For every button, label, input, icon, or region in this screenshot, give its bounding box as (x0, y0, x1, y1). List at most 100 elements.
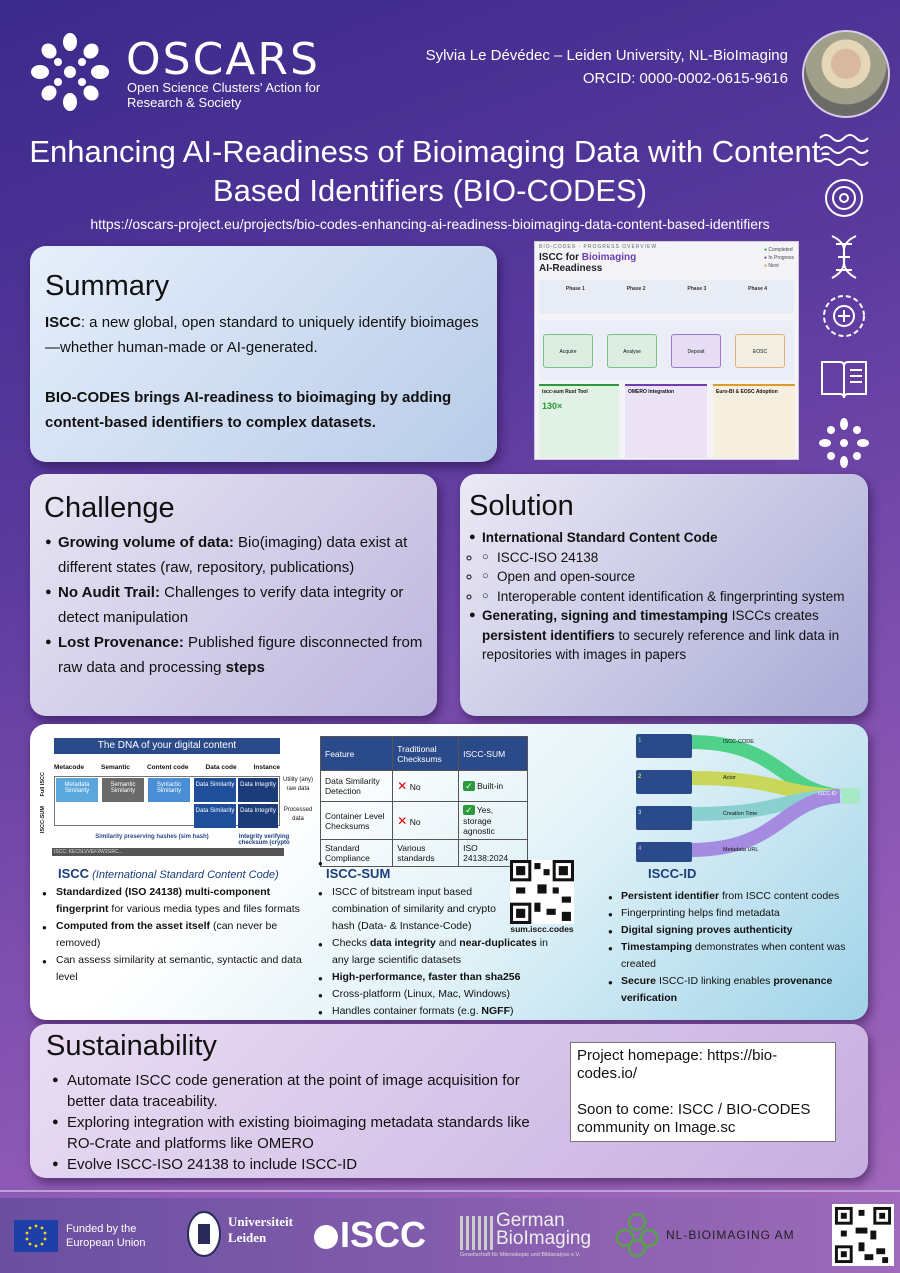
cell-text: Built-in (477, 780, 504, 791)
summary-card: Summary ISCC: a new global, open standar… (30, 246, 497, 462)
pipe-analyse: Analyse (607, 334, 657, 368)
thumb-card-2: OMERO Integration (625, 384, 707, 458)
homepage-link[interactable]: https://bio-codes.io/ (577, 1047, 778, 1082)
solution-item2-bold2: persistent identifiers (482, 627, 615, 643)
summary-p2: BIO‐CODES brings AI‐readiness to bioimag… (45, 389, 452, 431)
dna-cell-inst: Data Integrity (238, 778, 278, 802)
item-text: (can never be removed) (56, 920, 278, 949)
id-item: Persistent identifier from ISCC content … (608, 888, 866, 906)
item-bold: Timestamping (621, 941, 692, 953)
homepage-label: Project homepage: (577, 1047, 708, 1064)
flow-target-box (842, 788, 860, 804)
flow-band-4 (689, 789, 841, 857)
summary-text: ISCC: a new global, open standard to uni… (45, 310, 485, 435)
pipe-acquire: Acquire (543, 334, 593, 368)
solution-card: Solution International Standard Content … (460, 474, 868, 716)
homepage-line: Project homepage: https://bio-codes.io/ (577, 1047, 829, 1083)
solution-item2-bold: Generating, signing and timestamping (482, 608, 729, 623)
image-sc-link[interactable]: Image.sc (674, 1119, 736, 1136)
item-bold: near-duplicates (459, 937, 537, 949)
iscc-dot-icon (314, 1225, 338, 1250)
legend-completed: Completed (768, 247, 793, 253)
community-line: Soon to come: ISCC / BIO-CODES community… (577, 1101, 829, 1137)
flow-label: Metadata URL (723, 847, 759, 853)
item-bold: Standardized (ISO 24138) multi-component… (56, 886, 271, 915)
item-text: for various media types and files format… (108, 903, 300, 915)
iscc-item: Standardized (ISO 24138) multi-component… (42, 884, 310, 918)
item-text: Cross-platform (Linux, Mac, Windows) (332, 988, 510, 1000)
dna-cell-inst-2: Data Integrity (238, 804, 278, 828)
challenge-item-bold: Growing volume of data: (58, 534, 234, 551)
item-text: ISCC-ID linking enables (656, 975, 774, 987)
iscc-sum-qr-code[interactable] (510, 860, 574, 924)
author-name: Sylvia Le Dévédec – Leiden University, N… (425, 47, 788, 64)
homepage-box: Project homepage: https://bio-codes.io/ … (570, 1042, 836, 1142)
footer-qr-code[interactable] (832, 1204, 894, 1266)
item-bold: Computed from the asset itself (56, 920, 211, 932)
flow-num: 4 (638, 846, 642, 852)
item-text: from ISCC content codes (719, 890, 840, 902)
id-item: Fingerprinting helps find metadata (608, 905, 866, 923)
item-bold: Digital signing proves authenticity (621, 924, 793, 936)
gbi-mark-icon (460, 1216, 494, 1250)
thumb-title-c: AI-Readiness (539, 263, 603, 274)
id-col-title: ISCC-ID (648, 866, 697, 881)
dna-foot-crypto: Integrity verifying checksum (crypto (238, 834, 290, 846)
gbi-logo-text: German BioImaging (496, 1210, 592, 1249)
iscc-title-it: (International Standard Content Code) (89, 869, 279, 881)
id-item: Secure ISCC-ID linking enables provenanc… (608, 973, 866, 1007)
solution-item: Generating, signing and timestamping ISC… (469, 606, 865, 665)
solution-item: International Standard Content Code ISCC… (469, 528, 865, 606)
card-1-stat: 130× (542, 401, 563, 411)
waves-icon (819, 134, 869, 166)
id-item: Digital signing proves authenticity (608, 922, 866, 940)
dna-right-bottom: Processed data (283, 807, 313, 822)
thumb-title-b: Bioimaging (581, 252, 637, 263)
table-header: Traditional Checksums (392, 736, 460, 771)
item-text: Handles container formats (e.g. (332, 1005, 482, 1017)
table-cell: ✕ No (392, 770, 460, 802)
solution-heading: Solution (469, 490, 574, 522)
check-icon: ✓ (463, 780, 475, 791)
dna-box-full (54, 776, 280, 826)
flow-num: 2 (638, 774, 642, 780)
item-bold: provenance verification (621, 975, 833, 1004)
sum-item: Handles container formats (e.g. NGFF) (318, 1003, 568, 1021)
item-bold: NGFF (481, 1005, 510, 1017)
dna-cell-sem: Semantic Similarity (102, 778, 144, 802)
flow-num: 1 (638, 738, 642, 744)
solution-sub-item: Interoperable content identification & f… (482, 587, 865, 607)
sum-col-list: ​ (318, 854, 564, 872)
legend-next: Next (768, 263, 779, 269)
book-icon (821, 361, 867, 399)
flow-node-2 (636, 770, 692, 794)
progress-overview-screenshot: BIO-CODES · PROGRESS OVERVIEW ISCC for B… (534, 241, 799, 460)
cell-text: No (409, 816, 421, 827)
dna-col: Data code (205, 764, 237, 771)
item-text: ) (509, 1005, 514, 1017)
iscc-id-flow-diagram (689, 735, 860, 857)
item-text: Can assess similarity at semantic, synta… (56, 954, 302, 983)
table-cell: Data Similarity Detection (319, 770, 394, 802)
solution-item2-text2: to securely reference and link data in r… (482, 627, 840, 663)
dna-left-bottom: ISCC-SUM (40, 806, 46, 834)
item-text: Checks (332, 937, 370, 949)
iscc-logo: ISCC (314, 1214, 426, 1256)
cross-icon: ✕ (397, 779, 408, 793)
item-text: in any large scientific datasets (332, 937, 548, 966)
iscc-title: ISCC (58, 866, 90, 881)
id-item: Timestamping demonstrates when content w… (608, 939, 866, 973)
iscc-item: Computed from the asset itself (can neve… (42, 918, 310, 952)
project-url[interactable]: https://oscars-project.eu/projects/bio-c… (90, 216, 770, 232)
footer-divider (0, 1190, 900, 1192)
challenge-item-text: Bio(imaging) data exist at different sta… (58, 534, 408, 576)
pipe-deposit: Deposit (671, 334, 721, 368)
table-cell: Container Level Checksums (319, 801, 394, 840)
dna-col: Semantic (101, 764, 130, 771)
flow-num: 3 (638, 810, 642, 816)
sum-item: ISCC of bitstream input based combinatio… (318, 884, 508, 935)
phase-3: Phase 3 (687, 286, 707, 292)
